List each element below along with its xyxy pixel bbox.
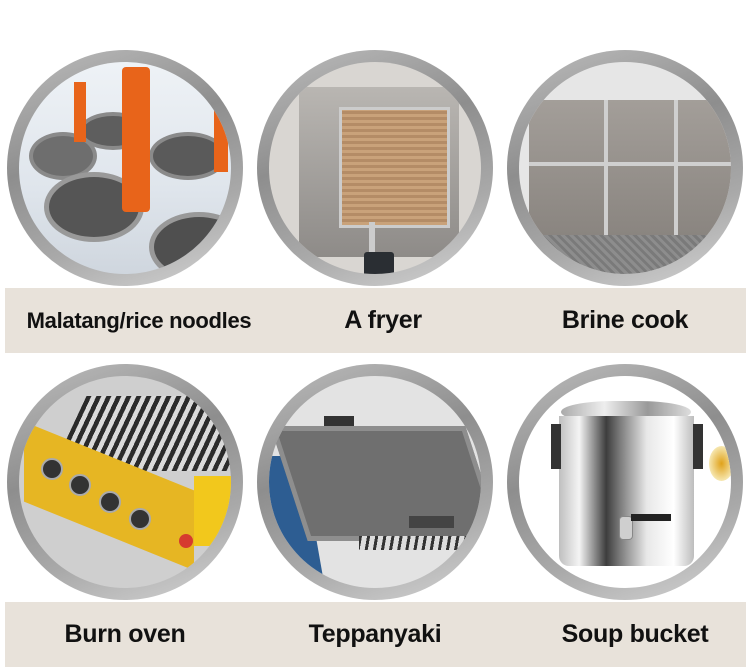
griddle-plate-icon xyxy=(269,376,481,588)
burn-oven-image-frame xyxy=(7,364,243,600)
label-teppanyaki: Teppanyaki xyxy=(308,620,442,648)
label-malatang-rice-noodles: Malatang/rice noodles xyxy=(26,308,252,333)
malatang-image-frame xyxy=(7,50,243,286)
label-soup-bucket: Soup bucket xyxy=(561,620,709,648)
label-burn-oven: Burn oven xyxy=(64,620,186,648)
grill-burner-icon xyxy=(19,376,231,588)
noodle-cooker-icon xyxy=(19,62,231,274)
label-bar-row-2: Burn oven Teppanyaki Soup bucket xyxy=(5,602,746,667)
deep-fryer-icon xyxy=(269,62,481,274)
label-a-fryer: A fryer xyxy=(344,306,422,334)
brine-cooker-icon xyxy=(519,62,731,274)
brine-cook-image-frame xyxy=(507,50,743,286)
soup-bucket-image-frame xyxy=(507,364,743,600)
teppanyaki-image-frame xyxy=(257,364,493,600)
label-bar-row-1: Malatang/rice noodles A fryer Brine cook xyxy=(5,288,746,353)
fryer-image-frame xyxy=(257,50,493,286)
label-brine-cook: Brine cook xyxy=(561,306,689,334)
soup-bucket-icon xyxy=(519,376,731,588)
